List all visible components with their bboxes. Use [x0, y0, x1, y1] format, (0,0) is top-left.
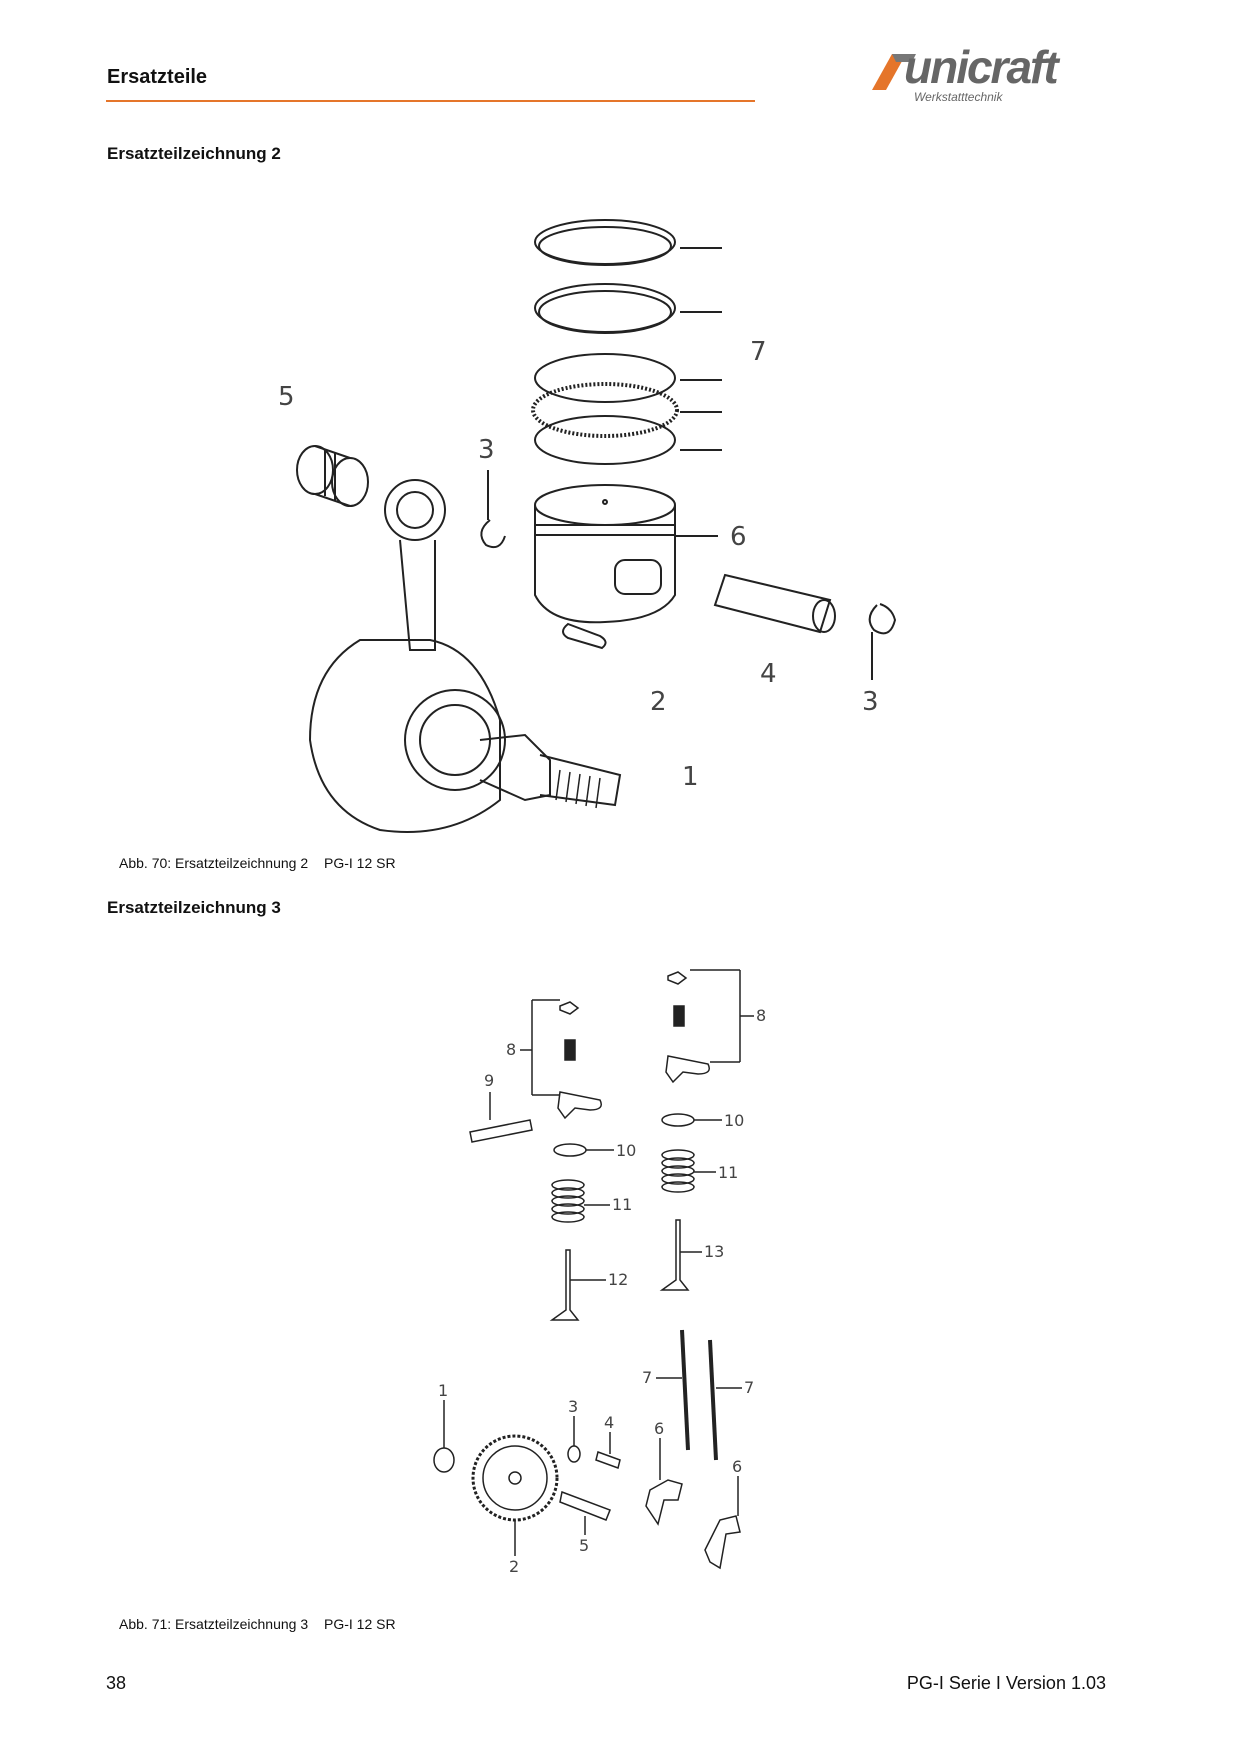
callout-label: 3 — [568, 1397, 578, 1416]
callout-label: 8 — [506, 1040, 516, 1059]
callout-label: 4 — [760, 659, 777, 689]
callout-label: 13 — [704, 1242, 724, 1261]
bushing — [433, 1447, 455, 1473]
woodruff-key — [562, 622, 607, 650]
drawing3-callouts: 8 8 9 10 10 11 11 12 13 7 7 1 3 4 6 6 2 … — [438, 1006, 766, 1576]
exploded-view-drawing-3: 8 8 9 10 10 11 11 12 13 7 7 1 3 4 6 6 2 … — [433, 969, 766, 1576]
left-spring — [551, 1179, 585, 1223]
drawing3-title: Ersatzteilzeichnung 3 — [107, 898, 281, 917]
logo-wordmark: unicraft — [904, 41, 1059, 93]
document-version: PG-I Serie I Version 1.03 — [906, 1673, 1106, 1693]
callout-label: 7 — [750, 337, 767, 367]
callout-label: 8 — [756, 1006, 766, 1025]
needle-bearing — [296, 445, 369, 507]
logo-slash-accent — [872, 54, 906, 90]
callout-label: 1 — [682, 762, 699, 792]
drawing2-title: Ersatzteilzeichnung 2 — [107, 144, 281, 163]
drawing2-caption: Abb. 70: Ersatzteilzeichnung 2 PG-I 12 S… — [119, 855, 408, 871]
callout-label: 5 — [579, 1536, 589, 1555]
callout-label: 11 — [718, 1163, 738, 1182]
callout-label: 7 — [744, 1378, 754, 1397]
callout-label: 6 — [730, 522, 747, 552]
right-valve — [659, 1219, 690, 1291]
callout-label: 4 — [604, 1413, 614, 1432]
caption-model: PG-I 12 SR — [324, 855, 396, 871]
callout-label: 5 — [278, 382, 295, 412]
caption-label: Abb. 71: Ersatzteilzeichnung 3 — [119, 1616, 309, 1632]
callout-label: 10 — [616, 1141, 636, 1160]
callout-label: 11 — [612, 1195, 632, 1214]
callout-label: 6 — [654, 1419, 664, 1438]
header-rule — [106, 100, 755, 102]
rocker-pin — [469, 1119, 533, 1143]
circlips — [480, 470, 897, 680]
tappet — [645, 1479, 683, 1526]
left-valve — [549, 1249, 580, 1321]
piston-pin — [713, 573, 836, 634]
drawing3-caption: Abb. 71: Ersatzteilzeichnung 3 PG-I 12 S… — [119, 1616, 408, 1632]
caption-model: PG-I 12 SR — [324, 1616, 396, 1632]
cam-gear — [471, 1434, 559, 1522]
exploded-view-drawing-2: 7 5 3 6 4 2 3 1 — [278, 219, 897, 833]
callout-label: 6 — [732, 1457, 742, 1476]
page-number: 38 — [106, 1673, 127, 1693]
callout-label: 3 — [478, 435, 495, 465]
callout-label: 2 — [650, 687, 667, 717]
page-header-title: Ersatzteile — [107, 66, 208, 88]
drawing2-callouts: 7 5 3 6 4 2 3 1 — [278, 337, 879, 792]
callout-label: 2 — [509, 1557, 519, 1576]
callout-label: 7 — [642, 1368, 652, 1387]
callout-label: 12 — [608, 1270, 628, 1289]
callout-label: 3 — [862, 687, 879, 717]
callout-label: 1 — [438, 1381, 448, 1400]
callout-label: 9 — [484, 1071, 494, 1090]
piston — [534, 484, 718, 624]
crankshaft-and-conrod — [308, 479, 622, 833]
callout-label: 10 — [724, 1111, 744, 1130]
right-spring — [661, 1149, 695, 1193]
logo-subtitle: Werkstatttechnik — [914, 90, 1003, 104]
valve-nut — [559, 1001, 580, 1015]
caption-label: Abb. 70: Ersatzteilzeichnung 2 — [119, 855, 309, 871]
unicraft-logo — [872, 54, 916, 90]
piston-rings — [531, 219, 722, 465]
